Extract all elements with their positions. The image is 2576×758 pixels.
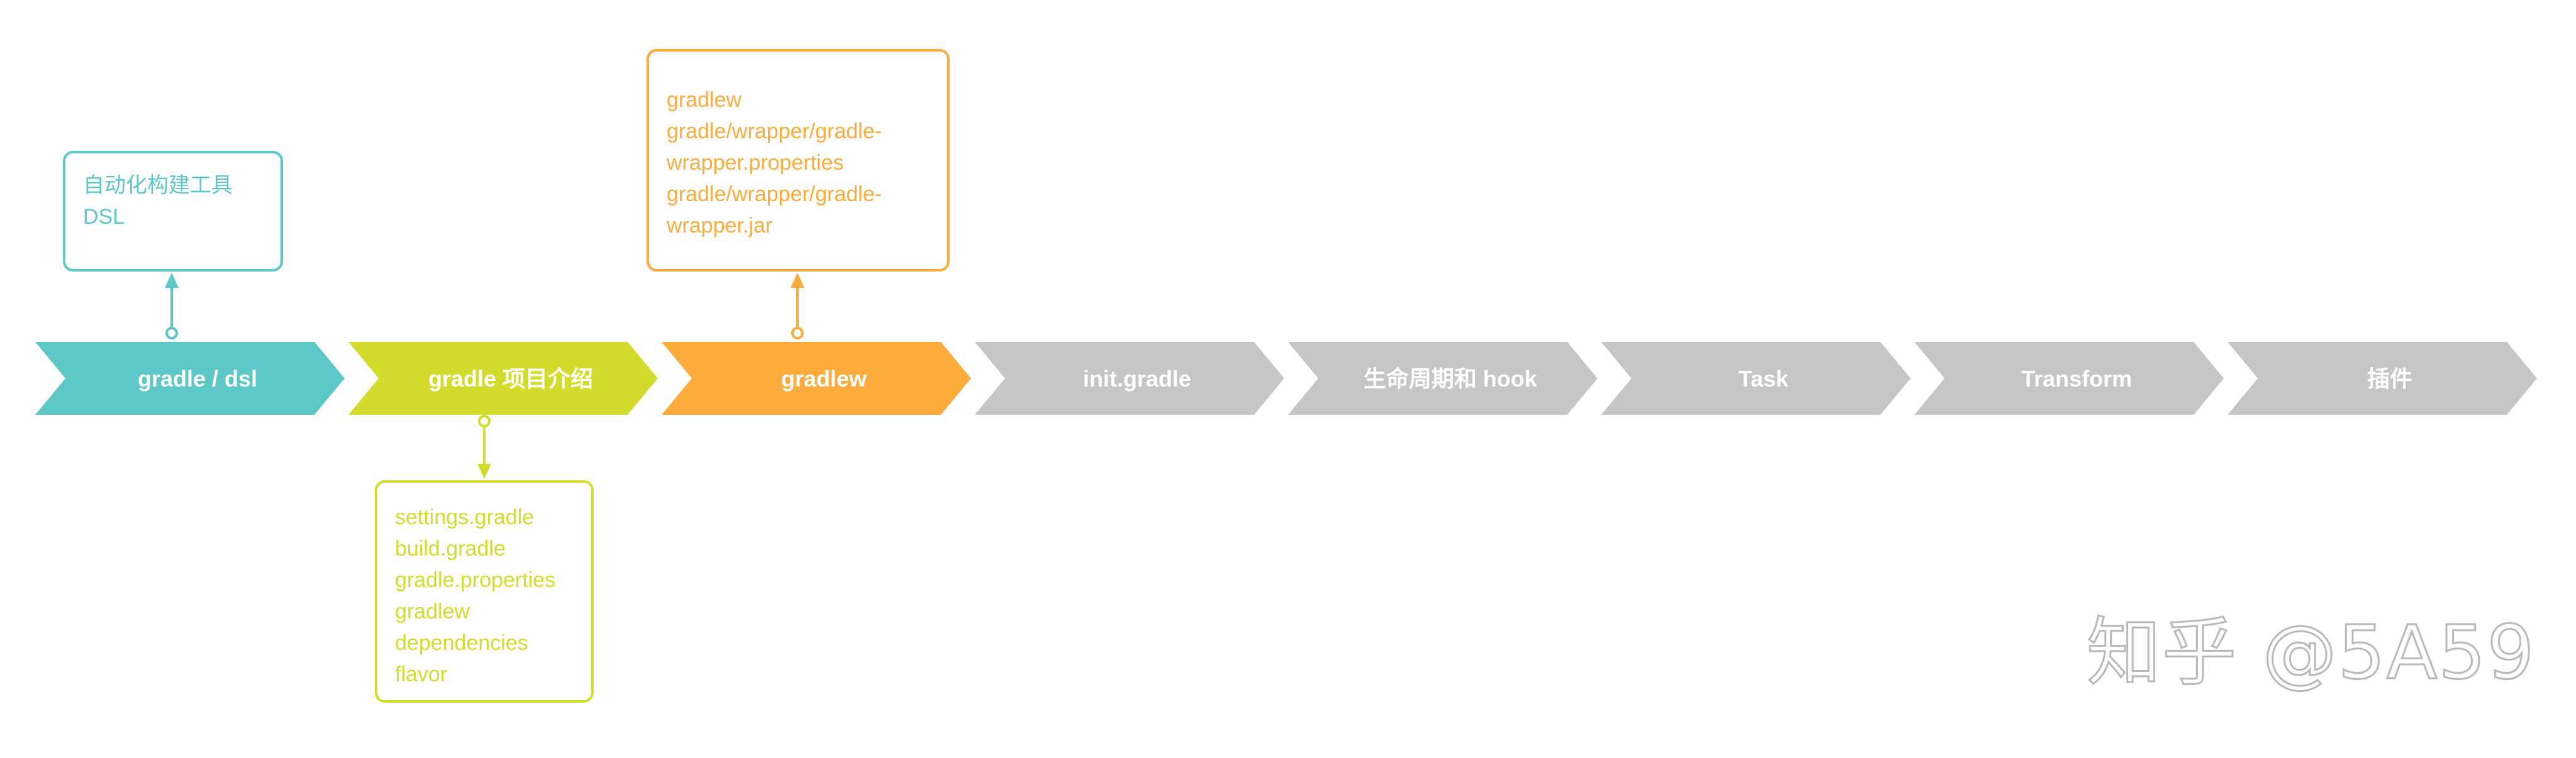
note-gradlew-files: gradlew gradle/wrapper/gradle- wrapper.p…: [647, 49, 950, 272]
step-chevron: [1914, 342, 2224, 415]
step-chevron: [662, 342, 971, 415]
step-1: gradle / dsl: [35, 342, 345, 415]
step-5: 生命周期和 hook: [1288, 342, 1597, 415]
step-label: 插件: [2367, 366, 2412, 392]
note-project-line: gradle.properties: [395, 568, 556, 592]
connector-gradlew: [791, 273, 804, 339]
step-chevrons: gradle / dsl gradle 项目介绍 gradlew init.gradl…: [35, 342, 2537, 415]
note-project-files: settings.gradle build.gradle gradle.prop…: [375, 480, 594, 703]
note-project-line: dependencies: [395, 631, 528, 655]
step-chevron: [975, 342, 1284, 415]
note-project-line: settings.gradle: [395, 505, 535, 529]
step-chevron: [348, 342, 658, 415]
step-chevron: [2228, 342, 2537, 415]
note-gradlew-line: gradle/wrapper/gradle-: [667, 182, 882, 206]
step-chevron: [1601, 342, 1911, 415]
note-dsl-line: DSL: [83, 205, 125, 229]
step-8: 插件: [2228, 342, 2537, 415]
note-project-line: build.gradle: [395, 537, 506, 561]
note-dsl-line: 自动化构建工具: [83, 173, 233, 197]
step-2: gradle 项目介绍: [348, 342, 658, 415]
step-label: Transform: [2021, 366, 2132, 392]
note-gradlew-line: wrapper.properties: [667, 151, 844, 175]
step-label: Task: [1738, 366, 1789, 392]
step-chevron: [1288, 342, 1597, 415]
connector-dsl: [165, 273, 179, 339]
step-label: 生命周期和 hook: [1363, 366, 1538, 392]
step-label: gradle / dsl: [138, 366, 257, 392]
step-label: gradlew: [781, 366, 867, 392]
note-gradlew-line: wrapper.jar: [667, 214, 773, 238]
step-7: Transform: [1914, 342, 2224, 415]
note-dsl: 自动化构建工具 DSL: [63, 151, 283, 272]
step-3: gradlew: [662, 342, 971, 415]
step-6: Task: [1601, 342, 1911, 415]
note-project-line: flavor: [395, 662, 448, 686]
step-label: init.gradle: [1083, 366, 1191, 392]
note-gradlew-line: gradlew: [667, 88, 742, 112]
step-4: init.gradle: [975, 342, 1284, 415]
watermark: 知乎 @5A59: [2085, 608, 2536, 697]
note-gradlew-line: gradle/wrapper/gradle-: [667, 119, 882, 143]
note-project-line: gradlew: [395, 600, 470, 623]
step-label: gradle 项目介绍: [428, 366, 593, 392]
connector-project: [477, 415, 491, 479]
step-chevron: [35, 342, 345, 415]
